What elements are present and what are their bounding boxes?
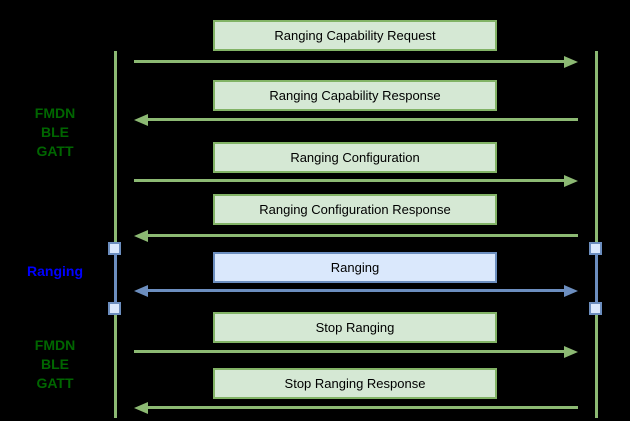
arrow-ranging-bidirectional bbox=[134, 285, 578, 297]
message-label: Stop Ranging bbox=[315, 320, 395, 335]
activation-marker bbox=[589, 302, 602, 315]
message-box-ranging-configuration-response: Ranging Configuration Response bbox=[213, 194, 497, 225]
label-line: BLE bbox=[41, 356, 69, 372]
arrow-ranging-configuration-response bbox=[134, 230, 578, 242]
message-box-ranging-capability-request: Ranging Capability Request bbox=[213, 20, 497, 51]
arrow-ranging-capability-request bbox=[134, 56, 578, 68]
message-box-stop-ranging: Stop Ranging bbox=[213, 312, 497, 343]
arrow-line bbox=[134, 60, 567, 63]
arrow-ranging-configuration bbox=[134, 175, 578, 187]
arrowhead-right-icon bbox=[564, 285, 578, 297]
message-box-ranging-configuration: Ranging Configuration bbox=[213, 142, 497, 173]
label-line: GATT bbox=[36, 143, 74, 159]
message-label: Stop Ranging Response bbox=[284, 376, 426, 391]
activation-marker bbox=[589, 242, 602, 255]
message-label: Ranging Configuration bbox=[290, 150, 420, 165]
arrowhead-right-icon bbox=[564, 175, 578, 187]
message-box-stop-ranging-response: Stop Ranging Response bbox=[213, 368, 497, 399]
activation-marker bbox=[108, 302, 121, 315]
ranging-session-segment-right bbox=[595, 253, 598, 304]
arrow-line bbox=[134, 179, 567, 182]
arrowhead-left-icon bbox=[134, 114, 148, 126]
arrow-line bbox=[145, 118, 578, 121]
arrowhead-right-icon bbox=[564, 346, 578, 358]
arrow-line bbox=[145, 289, 567, 292]
lifeline-right bbox=[595, 51, 598, 418]
label-line: BLE bbox=[41, 124, 69, 140]
message-label: Ranging bbox=[330, 260, 380, 275]
lifeline-left bbox=[114, 51, 117, 418]
label-line: GATT bbox=[36, 375, 74, 391]
activation-marker bbox=[108, 242, 121, 255]
section-label-fmdn-ble-gatt-bottom: FMDN BLE GATT bbox=[0, 336, 110, 393]
arrowhead-left-icon bbox=[134, 230, 148, 242]
section-label-fmdn-ble-gatt-top: FMDN BLE GATT bbox=[0, 104, 110, 161]
message-label: Ranging Capability Request bbox=[274, 28, 436, 43]
arrow-line bbox=[145, 406, 578, 409]
label-line: FMDN bbox=[34, 105, 76, 121]
label-line: Ranging bbox=[27, 263, 83, 279]
arrow-ranging-capability-response bbox=[134, 114, 578, 126]
ranging-session-segment-left bbox=[114, 253, 117, 304]
arrow-stop-ranging bbox=[134, 346, 578, 358]
label-line: FMDN bbox=[34, 337, 76, 353]
message-box-ranging-capability-response: Ranging Capability Response bbox=[213, 80, 497, 111]
arrowhead-left-icon bbox=[134, 402, 148, 414]
message-box-ranging: Ranging bbox=[213, 252, 497, 283]
arrow-line bbox=[145, 234, 578, 237]
arrowhead-left-icon bbox=[134, 285, 148, 297]
section-label-ranging: Ranging bbox=[0, 262, 110, 281]
arrow-stop-ranging-response bbox=[134, 402, 578, 414]
message-label: Ranging Capability Response bbox=[269, 88, 441, 103]
arrow-line bbox=[134, 350, 567, 353]
arrowhead-right-icon bbox=[564, 56, 578, 68]
message-label: Ranging Configuration Response bbox=[259, 202, 451, 217]
